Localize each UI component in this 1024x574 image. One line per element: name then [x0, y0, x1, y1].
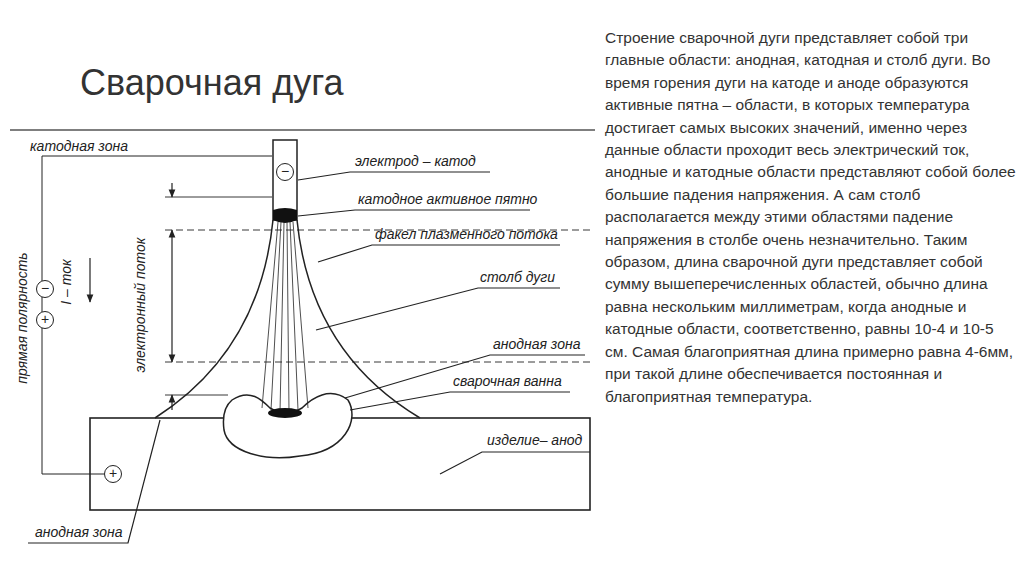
polarity-sign: −	[41, 281, 49, 295]
flow-label: электронный поток	[132, 238, 148, 373]
polarity-sign: −	[281, 164, 289, 178]
polarity-label: прямая полярность	[14, 252, 30, 383]
part-label: столб дуги	[480, 269, 555, 285]
zone-label: анодная зона	[35, 524, 123, 540]
polarity-minus: −	[36, 280, 54, 298]
plus-terminal: +	[104, 465, 122, 483]
polarity-sign: +	[109, 466, 117, 480]
part-label: сварочная ванна	[453, 373, 562, 389]
zone-label: катодная зона	[30, 138, 128, 154]
zone-label: анодная зона	[493, 336, 581, 352]
polarity-plus: +	[36, 311, 54, 329]
part-label: катодное активное пятно	[358, 191, 537, 207]
part-label: факел плазменного потока	[375, 226, 558, 242]
slide-title: Сварочная дуга	[80, 62, 344, 104]
minus-terminal: −	[276, 163, 294, 181]
part-label: электрод – катод	[355, 153, 476, 169]
workpiece-label: изделие– анод	[487, 432, 582, 448]
workpiece: изделие– анод +	[90, 418, 590, 510]
description-text: Строение сварочной дуги представляет соб…	[605, 27, 1020, 408]
current-label: I – ток	[58, 259, 74, 304]
polarity-sign: +	[41, 312, 49, 326]
